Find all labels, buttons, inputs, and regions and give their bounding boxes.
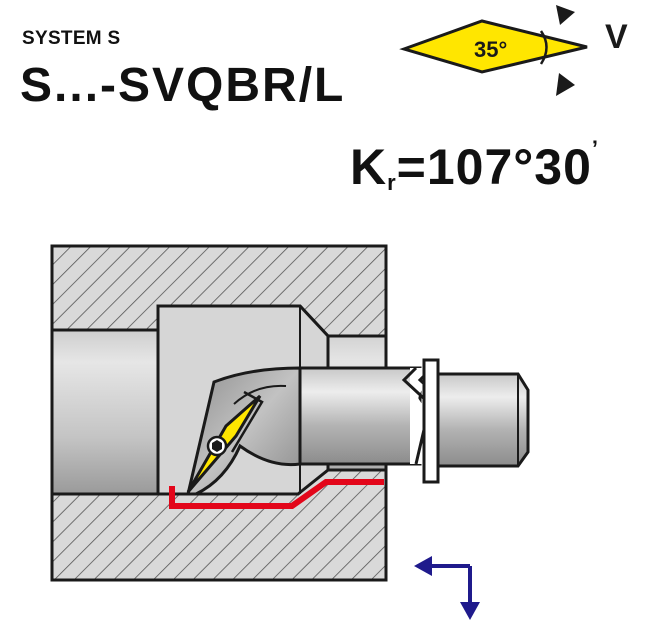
angle-arrow-bottom-icon: [556, 73, 575, 96]
angle-arrow-top-icon: [556, 5, 575, 25]
feed-arrow-left-icon: [414, 556, 432, 576]
cut-path-line: [169, 479, 384, 509]
model-code: S...-SVQBR/L: [20, 59, 346, 112]
kr-angle-label: Kr=107°30’: [350, 138, 599, 194]
insert-angle-label: 35°: [474, 37, 507, 62]
rhombus-insert-icon: [399, 19, 588, 74]
kr-subscript: r: [387, 170, 397, 195]
kr-symbol: K: [350, 139, 388, 195]
system-label: SYSTEM S: [22, 28, 121, 49]
kr-minute-mark: ’: [591, 136, 600, 161]
boring-bar: [186, 358, 530, 496]
feed-direction-arrows: [414, 556, 480, 620]
insert-shape-letter: V: [605, 18, 628, 56]
cutting-insert: [186, 394, 262, 493]
feed-arrow-down-icon: [460, 602, 480, 620]
insert-shape-badge: 35° V: [399, 5, 628, 96]
kr-value: =107°30: [396, 139, 592, 195]
